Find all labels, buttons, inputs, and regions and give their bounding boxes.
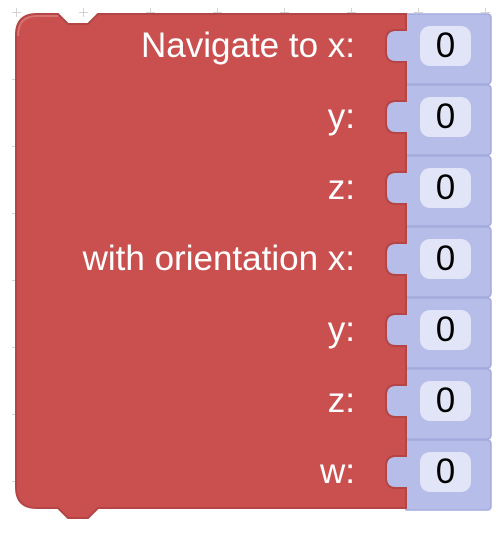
- label-navigate-y: y:: [327, 97, 355, 136]
- grid-cross-icon: [481, 8, 490, 17]
- navigate-block-body[interactable]: [15, 13, 407, 519]
- label-orientation-w: w:: [320, 452, 355, 491]
- orientation-y-field[interactable]: 0: [420, 310, 471, 350]
- grid-cross-icon: [280, 8, 289, 17]
- navigate-z-field[interactable]: 0: [420, 168, 471, 208]
- label-navigate-x: Navigate to x:: [141, 26, 355, 65]
- orientation-w-field[interactable]: 0: [420, 452, 471, 492]
- grid-cross-icon: [414, 8, 423, 17]
- label-orientation-x: with orientation x:: [82, 239, 355, 278]
- orientation-z-field[interactable]: 0: [420, 381, 471, 421]
- label-navigate-z: z:: [327, 168, 355, 207]
- grid-cross-icon: [79, 8, 88, 17]
- block-highlight-left: [17, 15, 58, 37]
- grid-cross-icon: [347, 8, 356, 17]
- label-orientation-z: z:: [327, 381, 355, 420]
- navigate-y-field[interactable]: 0: [420, 97, 471, 137]
- label-orientation-y: y:: [327, 310, 355, 349]
- grid-cross-icon: [12, 8, 21, 17]
- grid-cross-icon: [213, 8, 222, 17]
- grid-cross-icon: [146, 8, 155, 17]
- orientation-x-field[interactable]: 0: [420, 239, 471, 279]
- navigate-x-field[interactable]: 0: [420, 26, 471, 66]
